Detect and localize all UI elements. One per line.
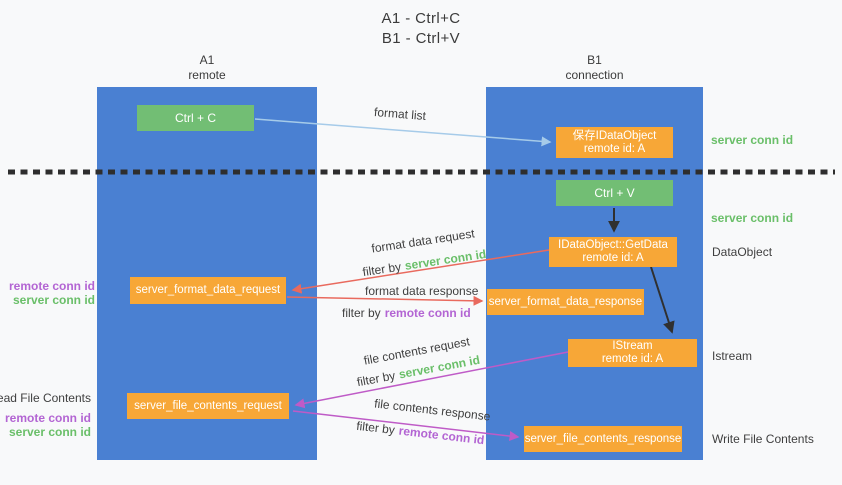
node-idataobject-getdata-line1: IDataObject::GetData: [558, 239, 668, 251]
read-file-contents-label: Read File Contents: [0, 391, 91, 405]
remote-conn-id-left-2: remote conn id: [4, 411, 91, 425]
server-conn-id-right-2: server conn id: [711, 211, 794, 225]
node-server-format-data-request: server_format_data_request: [130, 277, 286, 304]
node-save-idataobject: 保存IDataObject remote id: A: [556, 127, 673, 158]
server-conn-id-right-1: server conn id: [711, 133, 794, 147]
server-conn-id-text: server conn id: [403, 246, 488, 273]
node-server-file-contents-response: server_file_contents_response: [524, 426, 682, 452]
node-ctrl-v: Ctrl + V: [556, 180, 673, 206]
filter-by-text: filter by: [355, 368, 397, 390]
filter-by-text: filter by: [361, 259, 402, 280]
node-save-idataobject-line1: 保存IDataObject: [572, 129, 657, 142]
format-list-label: format list: [373, 104, 427, 124]
filter-by-text: filter by: [355, 418, 396, 438]
diagram-title: A1 - Ctrl+C B1 - Ctrl+V: [0, 9, 842, 49]
node-istream-line1: IStream: [612, 340, 653, 352]
title-line-1: A1 - Ctrl+C: [381, 10, 461, 27]
remote-conn-id-text: remote conn id: [398, 423, 486, 448]
node-save-idataobject-line2: remote id: A: [583, 142, 646, 155]
node-ctrl-v-label: Ctrl + V: [594, 185, 635, 200]
node-istream-line2: remote id: A: [601, 353, 664, 365]
column-b-name: B1: [587, 53, 602, 67]
istream-label: Istream: [712, 349, 753, 363]
format-data-response-label: format data response: [365, 284, 479, 298]
node-ctrl-c: Ctrl + C: [137, 105, 254, 131]
remote-conn-id-text: remote conn id: [384, 306, 471, 320]
node-server-file-contents-request: server_file_contents_request: [127, 393, 289, 419]
server-conn-id-left-2: server conn id: [8, 425, 91, 439]
node-idataobject-getdata-line2: remote id: A: [582, 252, 644, 264]
node-server-format-data-request-label: server_format_data_request: [135, 284, 281, 296]
dataobject-label: DataObject: [712, 245, 773, 259]
node-server-file-contents-response-label: server_file_contents_response: [524, 432, 682, 445]
node-server-format-data-response: server_format_data_response: [487, 289, 644, 315]
column-a-header: A1 remote: [97, 53, 317, 83]
node-istream: IStream remote id: A: [568, 339, 697, 367]
server-conn-id-left-1: server conn id: [12, 293, 95, 307]
title-line-2: B1 - Ctrl+V: [381, 30, 461, 47]
node-server-format-data-response-label: server_format_data_response: [488, 295, 643, 308]
node-idataobject-getdata: IDataObject::GetData remote id: A: [549, 237, 677, 267]
filter-by-text: filter by: [342, 306, 381, 320]
node-ctrl-c-label: Ctrl + C: [174, 110, 216, 125]
node-server-file-contents-request-label: server_file_contents_request: [134, 399, 282, 412]
file-contents-response-label: file contents response: [373, 396, 492, 424]
column-a-name: A1: [199, 53, 215, 67]
column-b-header: B1 connection: [486, 53, 703, 83]
remote-conn-id-left-1: remote conn id: [8, 279, 95, 293]
column-b-subtitle: connection: [565, 68, 624, 82]
write-file-contents-label: Write File Contents: [712, 432, 814, 446]
column-a-subtitle: remote: [188, 68, 226, 82]
